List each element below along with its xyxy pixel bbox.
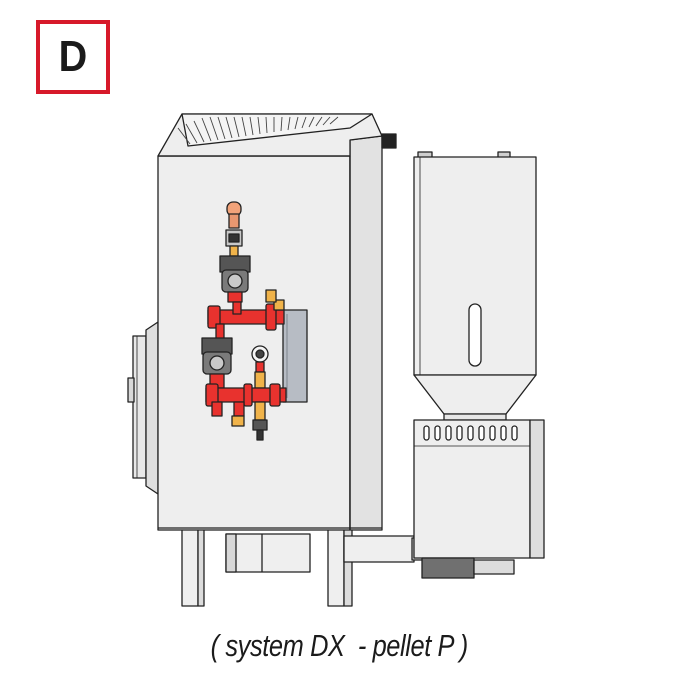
- bottom-fittings: [231, 401, 268, 441]
- vent-slots: [423, 425, 518, 441]
- boiler-body: [157, 113, 397, 531]
- burner-unit: [413, 419, 545, 579]
- feed-auger: [225, 533, 427, 573]
- hydraulic-kit: [201, 201, 308, 441]
- pump-icon: [201, 337, 233, 389]
- gauge-icon: [251, 345, 269, 389]
- lower-manifold: [205, 383, 287, 417]
- pellet-hopper: [413, 151, 537, 421]
- boiler-side-door: [127, 321, 159, 495]
- heat-exchanger: [282, 309, 308, 403]
- diagram-caption: ( system DX - pellet P ): [210, 628, 469, 663]
- diagram-label-badge: D: [36, 20, 110, 94]
- diagram-label-letter: D: [58, 32, 88, 81]
- boiler-legs: [181, 527, 353, 607]
- outlet-pipe: [226, 201, 242, 229]
